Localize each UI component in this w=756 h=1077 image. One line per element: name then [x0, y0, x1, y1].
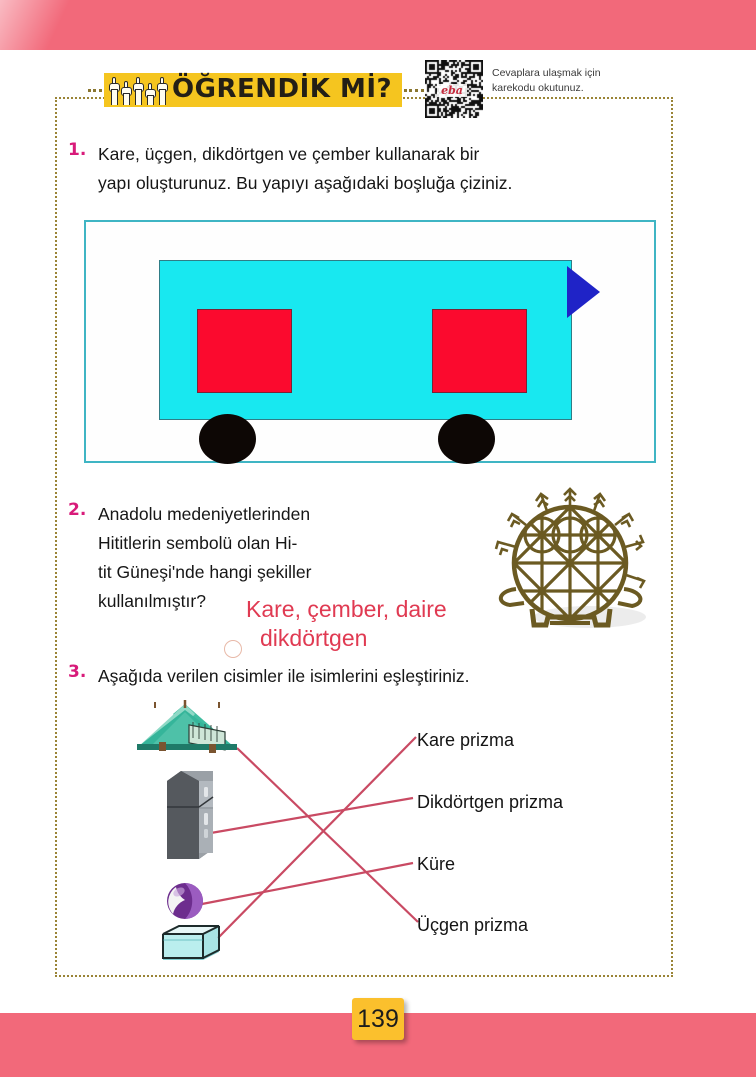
vehicle-window-square-right — [432, 309, 527, 393]
qr-caption: Cevaplara ulaşmak için karekodu okutunuz… — [492, 66, 601, 96]
question-2: 2. Anadolu medeniyetlerinden Hititlerin … — [68, 500, 468, 616]
page-number-badge: 139 — [352, 998, 404, 1040]
vehicle-wheel-circle-right — [438, 414, 495, 464]
question-1-number: 1. — [68, 140, 87, 160]
match-label-kare-prizma[interactable]: Kare prizma — [417, 730, 515, 750]
match-label-ucgen-prizma[interactable]: Üçgen prizma — [417, 915, 529, 935]
question-2-line1: Anadolu medeniyetlerinden — [98, 504, 311, 524]
question-3: 3. Aşağıda verilen cisimler ile isimleri… — [68, 662, 668, 691]
match-label-kure[interactable]: Küre — [417, 854, 456, 874]
question-1-line2: yapı oluşturunuz. Bu yapıyı aşağıdaki bo… — [98, 172, 513, 193]
aquarium-icon — [162, 925, 220, 960]
qr-block: eba Cevaplara ulaşmak için karekodu okut… — [425, 60, 601, 118]
vehicle-window-square-left — [197, 309, 292, 393]
section-header: ÖĞRENDİK Mİ? — [88, 73, 431, 107]
match-label-dikdortgen-prizma[interactable]: Dikdörtgen prizma — [417, 792, 564, 812]
refrigerator-icon — [167, 771, 214, 859]
question-1: 1. Kare, üçgen, dikdörtgen ve çember kul… — [68, 140, 668, 198]
drawing-answer-box[interactable] — [84, 220, 656, 464]
qr-caption-line1: Cevaplara ulaşmak için — [492, 67, 601, 79]
handwritten-answer-line1: Kare, çember, daire — [246, 596, 447, 622]
question-2-line4: kullanılmıştır? — [98, 590, 206, 611]
page-number: 139 — [357, 1004, 399, 1033]
question-3-text: Aşağıda verilen cisimler ile isimlerini … — [98, 666, 470, 686]
page-header-band — [0, 0, 756, 50]
question-1-line1: Kare, üçgen, dikdörtgen ve çember kullan… — [98, 144, 480, 164]
qr-caption-line2: karekodu okutunuz. — [492, 82, 584, 95]
header-dash-left — [88, 88, 102, 92]
eba-logo: eba — [437, 84, 467, 97]
question-1-text: Kare, üçgen, dikdörtgen ve çember kullan… — [98, 140, 668, 198]
question-2-line2: Hititlerin sembolü olan Hi- — [98, 532, 298, 553]
handwritten-answer[interactable]: Kare, çember, daire dikdörtgen — [246, 595, 536, 654]
header-banner: ÖĞRENDİK Mİ? — [104, 73, 403, 107]
hittite-sun-disc-image — [494, 487, 646, 628]
raised-hands-icon — [108, 75, 168, 105]
qr-code[interactable]: eba — [425, 60, 483, 118]
header-dash-right — [404, 88, 431, 92]
question-2-number: 2. — [68, 500, 87, 520]
question-2-text: Anadolu medeniyetlerinden Hititlerin sem… — [98, 500, 408, 616]
answer-bullet-circle — [224, 640, 242, 658]
ball-icon — [167, 883, 203, 919]
question-3-number: 3. — [68, 662, 87, 682]
vehicle-wheel-circle-left — [199, 414, 256, 464]
section-title: ÖĞRENDİK Mİ? — [172, 74, 393, 104]
handwritten-answer-line2: dikdörtgen — [260, 625, 368, 652]
tent-icon — [137, 700, 237, 753]
vehicle-nose-triangle — [567, 266, 600, 318]
question-2-line3: tit Güneşi'nde hangi şekiller — [98, 561, 312, 582]
